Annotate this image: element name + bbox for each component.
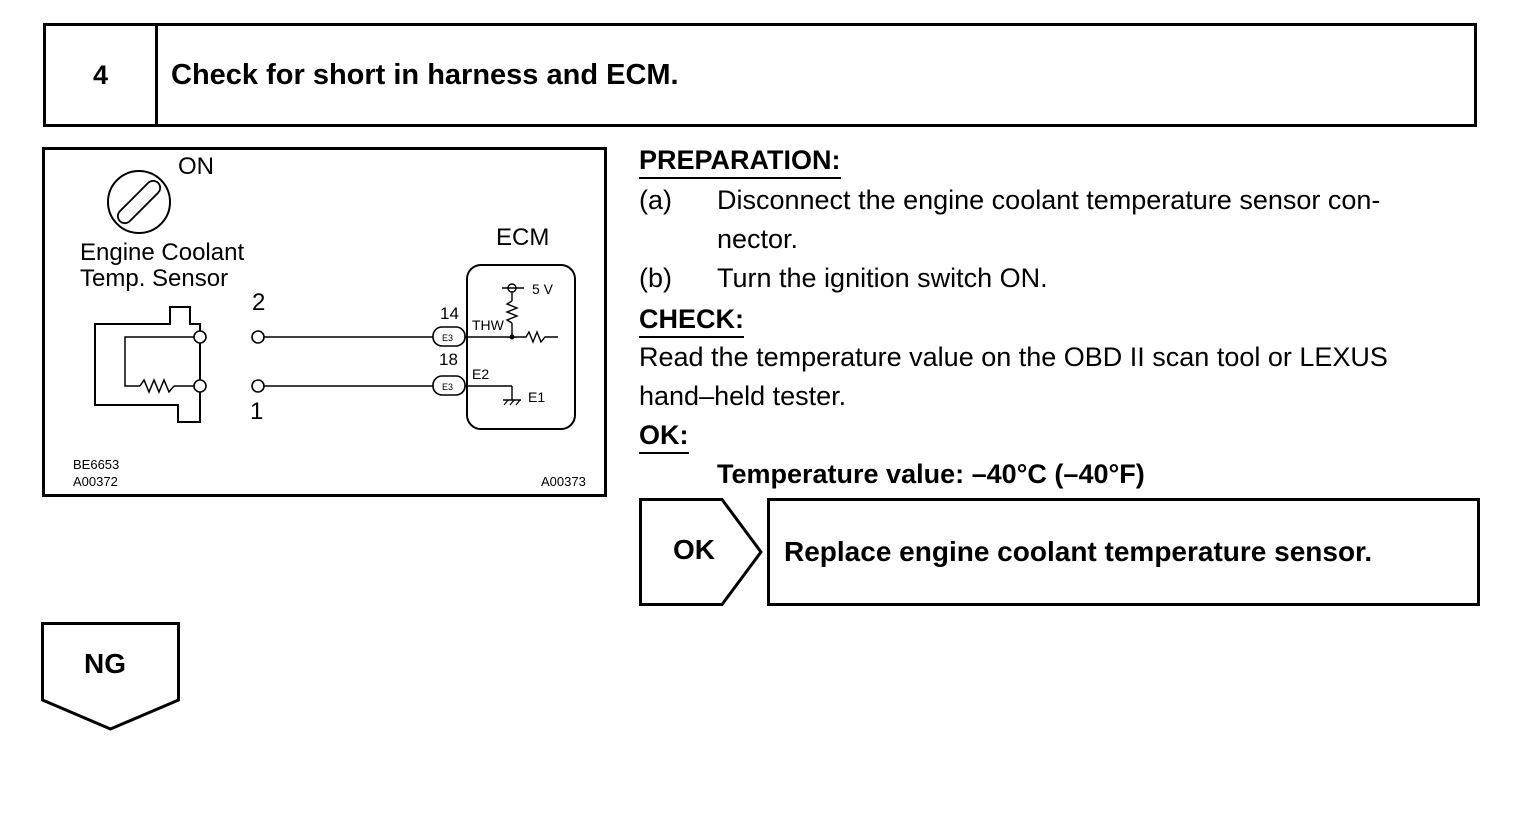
ok-result-action: Replace engine coolant temperature senso…	[784, 536, 1373, 567]
check-heading: CHECK:	[639, 302, 744, 338]
figure-code-2: A00372	[73, 474, 118, 489]
terminal-14-label: 14	[440, 304, 459, 323]
connector-b-label: E3	[442, 382, 453, 392]
step-title: Check for short in harness and ECM.	[171, 58, 679, 91]
ok-value: Temperature value: –40°C (–40°F)	[717, 459, 1145, 489]
e2-label: E2	[472, 366, 489, 382]
ng-branch-label: NG	[84, 648, 126, 679]
diagram-frame	[42, 147, 607, 497]
step-a-line2: nector.	[717, 224, 799, 254]
connector-a-label: E3	[442, 333, 453, 343]
harness-pin-1	[251, 379, 265, 393]
ignition-switch-icon	[107, 170, 171, 234]
pullup-resistor-icon	[505, 300, 519, 324]
step-a-line1: Disconnect the engine coolant temperatur…	[717, 185, 1381, 215]
sensor-terminal-top	[193, 330, 207, 344]
ground-icon	[503, 399, 521, 406]
step-header: 4 Check for short in harness and ECM.	[43, 23, 1477, 127]
check-line2: hand–held tester.	[639, 381, 847, 411]
terminal-18-label: 18	[439, 350, 458, 369]
figure-code-1: BE6653	[73, 457, 119, 472]
switch-on-label: ON	[178, 153, 214, 180]
sensor-label-line2: Temp. Sensor	[80, 265, 228, 292]
step-b-label: (b)	[639, 263, 672, 293]
pin-2-label: 2	[252, 289, 265, 316]
thw-label: THW	[472, 317, 505, 333]
step-a-label: (a)	[639, 185, 672, 215]
ecm-label: ECM	[496, 224, 549, 251]
wiring-diagram: ON Engine Coolant Temp. Sensor 2 1 ECM 1…	[42, 147, 607, 497]
sensor-body	[94, 306, 201, 423]
ok-result-box: Replace engine coolant temperature senso…	[767, 498, 1480, 606]
ok-branch-label: OK	[673, 534, 715, 565]
ng-branch-arrow	[41, 622, 180, 731]
ok-branch-arrow	[639, 498, 763, 606]
sensor-terminal-bottom	[193, 379, 207, 393]
sensor-label-line1: Engine Coolant	[80, 239, 244, 266]
figure-code-3: A00373	[541, 474, 586, 489]
wiring-diagram-svg: ON Engine Coolant Temp. Sensor 2 1 ECM 1…	[42, 147, 607, 497]
internal-resistor-icon	[512, 330, 558, 344]
preparation-heading: PREPARATION:	[639, 143, 841, 179]
pin-1-label: 1	[250, 398, 263, 425]
step-number: 4	[46, 26, 158, 124]
e1-label: E1	[528, 389, 545, 405]
ecm-box	[466, 264, 576, 430]
ok-heading: OK:	[639, 418, 689, 454]
harness-pin-2	[251, 330, 265, 344]
step-b-line1: Turn the ignition switch ON.	[717, 263, 1048, 293]
sensor-resistor-icon	[139, 378, 175, 394]
voltage-label: 5 V	[532, 281, 554, 297]
check-line1: Read the temperature value on the OBD II…	[639, 342, 1388, 372]
